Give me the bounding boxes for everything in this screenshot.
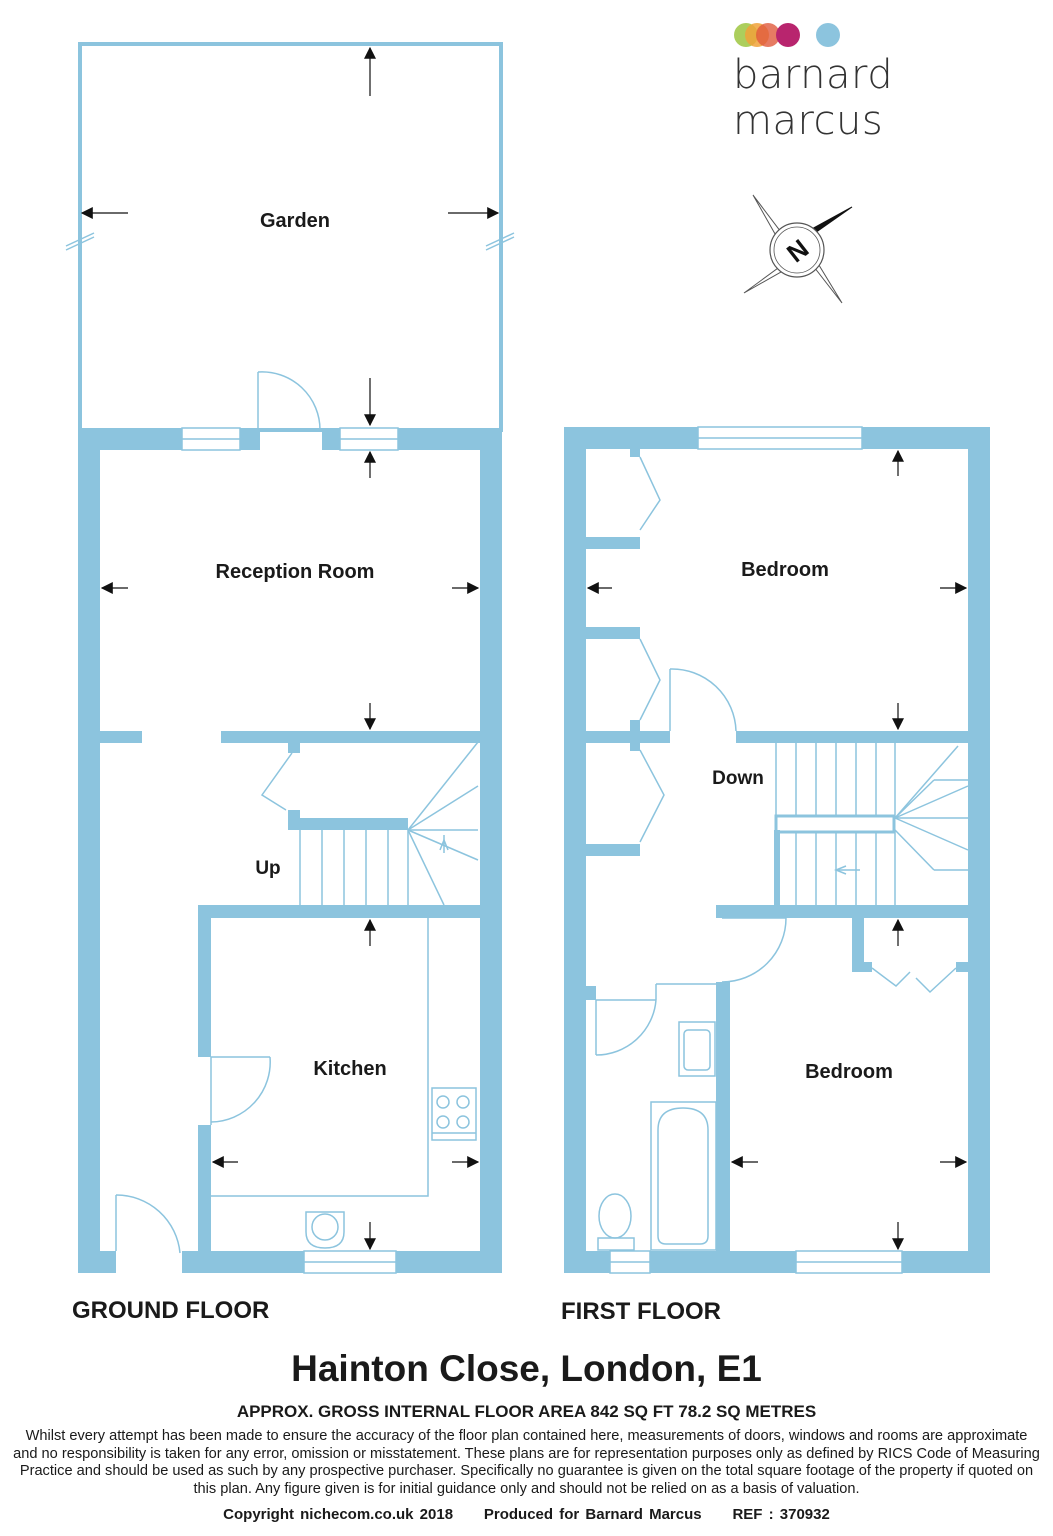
first-floor-plan: Bedroom Down Bedroom FIRST FLOOR [561, 426, 990, 1325]
room-label-bedroom-rear: Bedroom [805, 1061, 893, 1083]
room-label-bedroom-front: Bedroom [741, 559, 829, 581]
property-title: Hainton Close, London, E1 [291, 1348, 762, 1389]
brand-logo-dots [734, 23, 840, 47]
floor-label-first: FIRST FLOOR [561, 1298, 721, 1325]
disclaimer-text: Whilst every attempt has been made to en… [13, 1428, 1040, 1497]
room-label-reception: Reception Room [216, 561, 375, 583]
floor-area: APPROX. GROSS INTERNAL FLOOR AREA 842 SQ… [236, 1402, 817, 1421]
copyright-footer: Copyright nichecom.co.uk 2018 Produced f… [223, 1506, 830, 1523]
ground-floor-plan: Garden Reception Room Up Kitchen GROUND … [65, 42, 515, 1324]
brand-name: barnard marcus [733, 52, 894, 144]
compass-icon: N [743, 194, 853, 304]
floor-label-ground: GROUND FLOOR [72, 1297, 269, 1324]
room-label-kitchen: Kitchen [313, 1058, 386, 1080]
stairs-down-label: Down [712, 768, 764, 789]
stairs-up-label: Up [255, 858, 280, 879]
room-label-garden: Garden [260, 210, 330, 232]
garden-outline [78, 42, 503, 432]
